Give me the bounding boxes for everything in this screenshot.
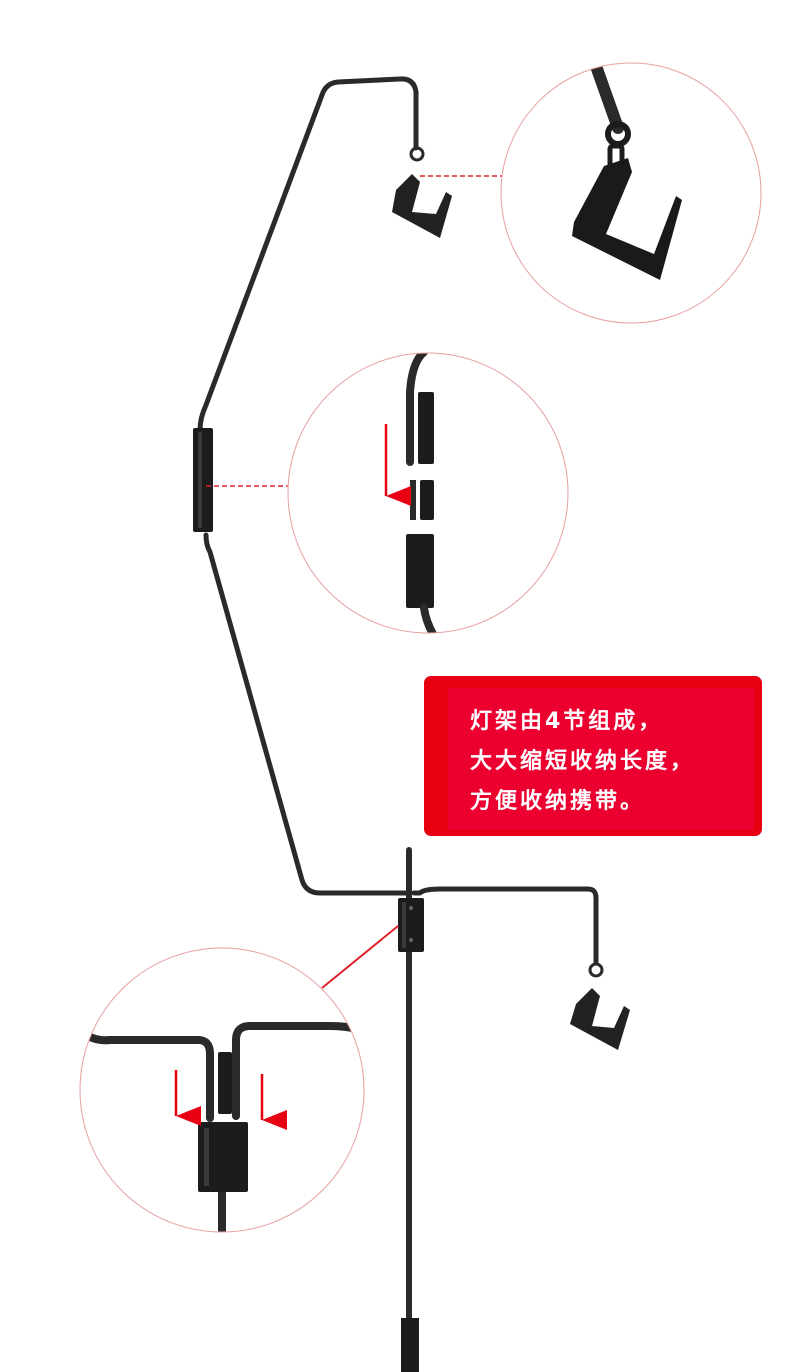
zoom-circle-lower-joint: [79, 947, 365, 1233]
connector-bottom: [321, 925, 399, 989]
feature-callout-text: 灯架由4节组成， 大大缩短收纳长度， 方便收纳携带。: [470, 702, 695, 822]
hook-icon: [570, 962, 630, 1050]
center-clamp: [398, 898, 424, 952]
bottom-sleeve: [401, 1318, 419, 1372]
upper-arm: [197, 76, 419, 433]
feature-callout-box: 灯架由4节组成， 大大缩短收纳长度， 方便收纳携带。: [424, 676, 762, 836]
callout-line-1: 灯架由4节组成，: [470, 709, 664, 734]
hook-icon: [572, 158, 682, 280]
zoom-circle-upper-joint: [287, 352, 569, 634]
hook-icon: [392, 146, 452, 238]
callout-line-2: 大大缩短收纳长度，: [470, 749, 696, 774]
callout-line-3: 方便收纳携带。: [470, 789, 646, 814]
upper-sleeve: [193, 428, 213, 532]
feature-callout-inner: [448, 688, 754, 830]
zoom-circle-hook: [500, 62, 762, 324]
right-arm: [411, 886, 599, 965]
middle-arm: [203, 532, 409, 896]
